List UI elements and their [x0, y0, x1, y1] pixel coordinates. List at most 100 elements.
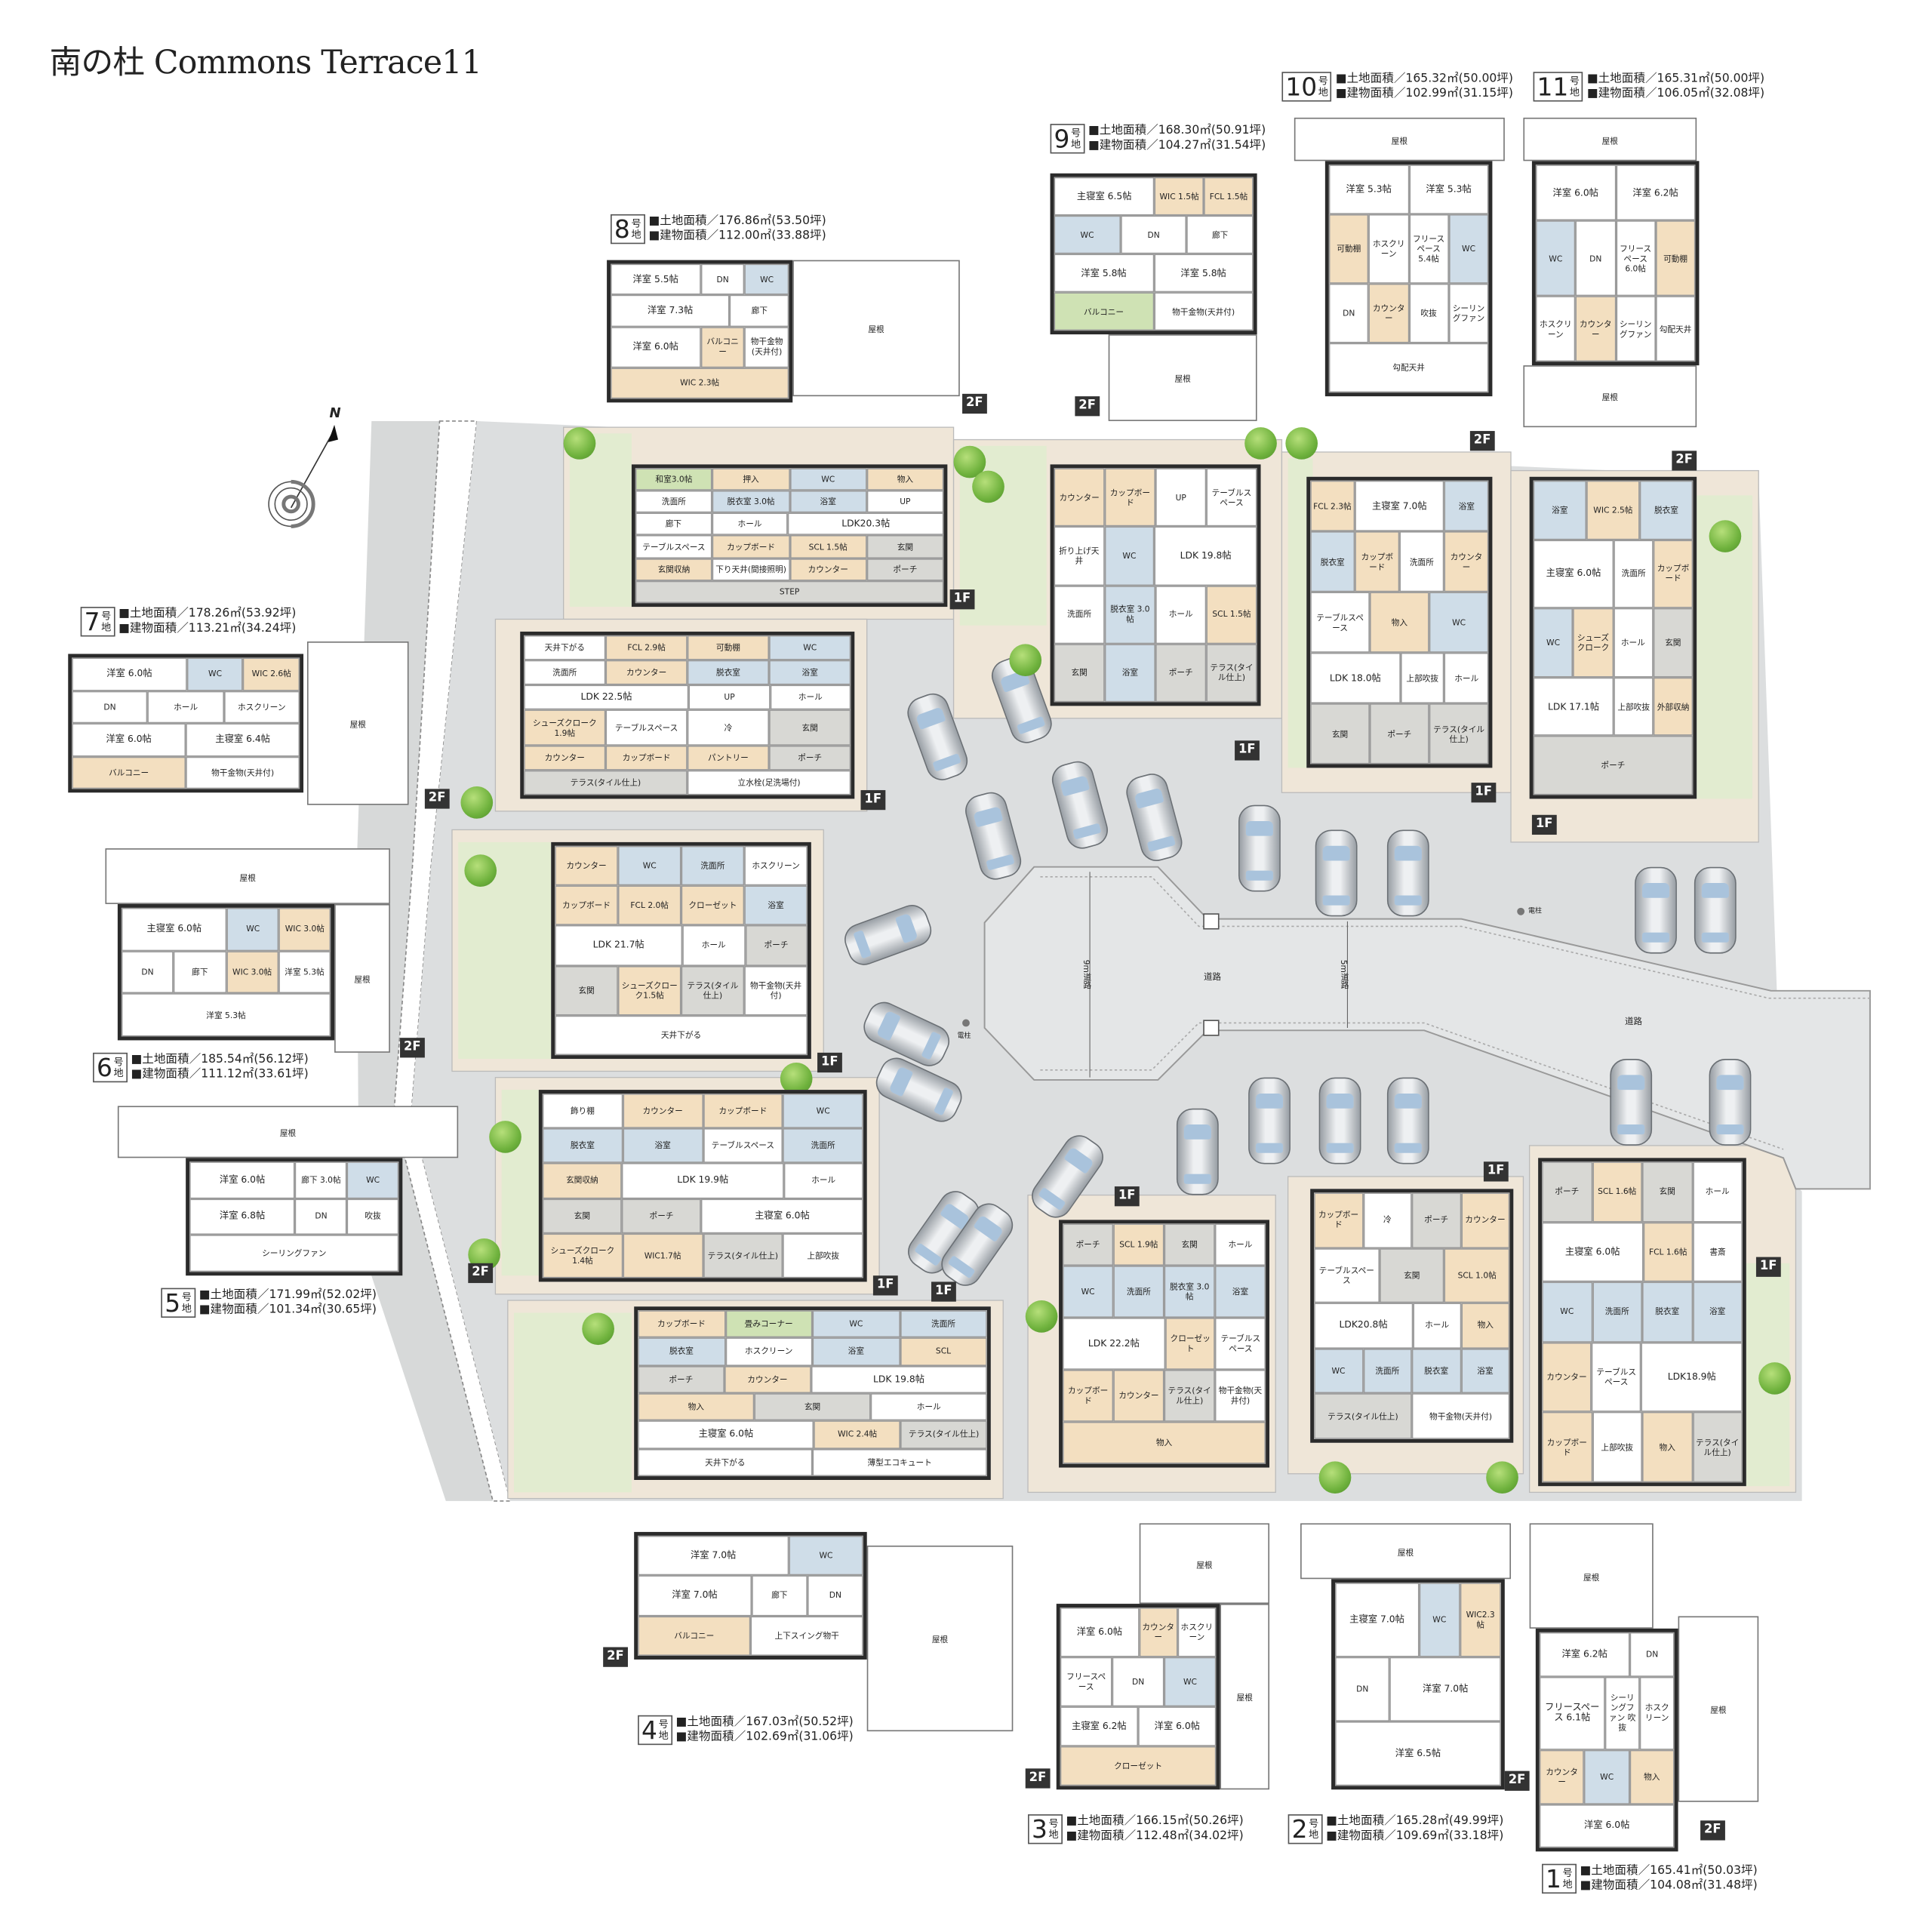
drain-grate — [1203, 913, 1220, 930]
room: WC — [1062, 1266, 1114, 1318]
land-area-row: ■土地面積／167.03㎡(50.52坪) — [676, 1715, 854, 1730]
room: カウンター — [724, 1365, 811, 1394]
room: 押入 — [712, 468, 790, 491]
room: シューズクローク 1.9帖 — [524, 710, 606, 746]
room: 洋室 6.0帖 — [611, 326, 701, 368]
room: STEP — [635, 580, 944, 604]
room: 主寝室 7.0帖 — [1334, 1583, 1420, 1657]
room: フリースペース 6.1帖 — [1539, 1676, 1605, 1750]
building-area-row: ■建物面積／109.69㎡(33.18坪) — [1326, 1829, 1503, 1844]
first-floor-plan-lot-10[interactable]: FCL 2.3帖主寝室 7.0帖浴室脱衣室カップボード洗面所カウンターテーブルス… — [1306, 476, 1493, 768]
lot-suffix-go: 号 — [631, 217, 641, 229]
roof-area: 屋根 — [1678, 1616, 1759, 1802]
building-area-row: ■建物面積／112.00㎡(33.88坪) — [648, 229, 826, 245]
road-width-label: 9m道路 — [1081, 959, 1091, 989]
room: 洋室 6.2帖 — [1615, 165, 1696, 221]
room: DN — [807, 1575, 863, 1616]
floor-badge: 1F — [817, 1052, 842, 1073]
room: クローゼット — [1060, 1746, 1217, 1786]
parked-car-icon — [1386, 829, 1429, 917]
floor-badge: 1F — [872, 1275, 898, 1296]
lot-suffix-chi: 地 — [631, 229, 641, 241]
roof-area: 屋根 — [1523, 365, 1697, 428]
room: SCL 1.6帖 — [1592, 1161, 1642, 1223]
room: シューズクローク — [1573, 608, 1614, 678]
lot-suffix: 号地 — [1570, 75, 1580, 98]
roof-label: 屋根 — [1710, 1705, 1727, 1715]
room: LDK 19.8帖 — [1154, 526, 1257, 586]
room: DN — [121, 950, 174, 994]
parked-car-icon — [1386, 1077, 1429, 1164]
room: カップボード — [712, 535, 790, 558]
roof-area: 屋根 — [334, 903, 390, 1053]
land-area-value: 165.31㎡(50.00坪) — [1657, 72, 1765, 86]
room: カップボード — [1104, 468, 1156, 527]
room: 浴室 — [1444, 480, 1489, 531]
room: 洗面所 — [681, 845, 745, 886]
land-area-value: 165.32㎡(50.00坪) — [1405, 72, 1513, 86]
room: テラス(タイル仕上) — [524, 770, 688, 795]
room: ホール — [770, 685, 851, 711]
lot-number: 7 — [84, 607, 100, 637]
building-area-label: ■建物面積／ — [1088, 138, 1158, 152]
room: 浴室 — [1104, 643, 1156, 703]
tree-icon — [1025, 1300, 1058, 1333]
room: 玄関 — [754, 1393, 871, 1421]
room: カウンター — [789, 558, 867, 581]
room: テラス(タイル仕上) — [703, 1233, 783, 1278]
tree-icon — [460, 786, 494, 819]
tree-icon — [1244, 427, 1277, 460]
room: UP — [866, 491, 944, 513]
room: 下り天井(間接照明) — [712, 558, 790, 581]
room: カップボード — [555, 885, 618, 926]
road-width-label: 5m道路 — [1338, 959, 1349, 989]
building-area-row: ■建物面積／102.99㎡(31.15坪) — [1336, 87, 1513, 102]
building-area-label: ■建物面積／ — [198, 1303, 269, 1317]
room: DN — [72, 690, 148, 724]
room: 主寝室 6.5帖 — [1054, 177, 1155, 216]
land-area-row: ■土地面積／166.15㎡(50.26坪) — [1066, 1814, 1243, 1829]
room: WC — [789, 1535, 863, 1576]
land-area-label: ■土地面積／ — [1088, 124, 1158, 138]
building-area-label: ■建物面積／ — [1586, 86, 1657, 100]
lot-suffix-chi: 地 — [113, 1067, 124, 1079]
room: 洋室 7.0帖 — [638, 1575, 752, 1616]
floor-badge: 1F — [1114, 1186, 1140, 1207]
room: 物入 — [1641, 1412, 1693, 1483]
room: 洋室 7.0帖 — [1389, 1657, 1501, 1721]
building-area-value: 112.48㎡(34.02坪) — [1136, 1829, 1244, 1843]
room: ポーチ — [1411, 1192, 1461, 1248]
building-area-label: ■建物面積／ — [1335, 86, 1406, 100]
room: LDK 18.0帖 — [1310, 652, 1401, 704]
land-area-row: ■土地面積／165.28㎡(49.99坪) — [1326, 1814, 1503, 1829]
room: LDK 21.7帖 — [555, 925, 683, 966]
floor-badge: 1F — [1483, 1161, 1509, 1182]
room: WIC 3.0帖 — [278, 907, 331, 951]
room: 廊下 — [751, 1575, 808, 1616]
building-area-value: 104.27㎡(31.54坪) — [1158, 138, 1266, 152]
